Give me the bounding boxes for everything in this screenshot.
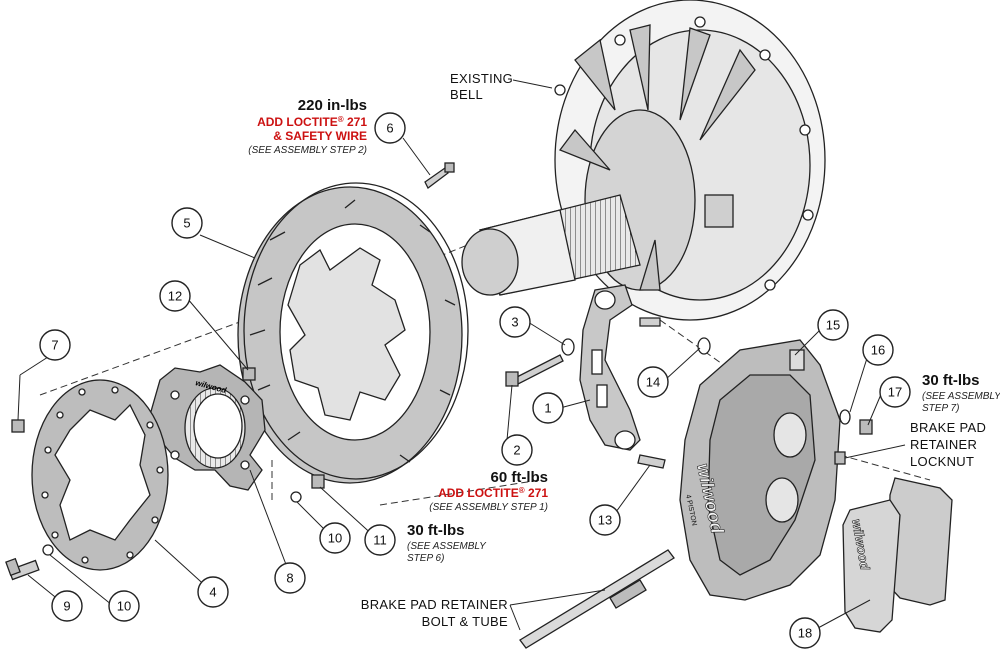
callout-7: 7 [39,329,71,361]
svg-text:7: 7 [51,338,58,353]
svg-text:5: 5 [183,216,190,231]
callout-3: 3 [499,306,531,338]
svg-text:(SEE ASSEMBLY STEP 1): (SEE ASSEMBLY STEP 1) [429,502,548,513]
svg-text:220 in-lbs: 220 in-lbs [298,97,367,114]
callout-14: 14 [637,366,669,398]
leader-lines [17,79,906,631]
svg-text:ADD LOCTITE® 271: ADD LOCTITE® 271 [257,115,367,129]
brake-pads: wilwood [842,477,953,633]
svg-text:17: 17 [888,385,902,400]
svg-text:10: 10 [328,531,342,546]
callout-2: 2 [501,434,533,466]
svg-text:STEP 6): STEP 6) [407,553,444,564]
note-30-ft-lbs-hat: 30 ft-lbs (SEE ASSEMBLY STEP 6) [407,522,487,564]
rotor-hat-adapter: wilwood [149,364,266,491]
callout-1: 1 [532,392,564,424]
note-220-in-lbs: 220 in-lbs ADD LOCTITE® 271 & SAFETY WIR… [248,97,367,156]
svg-text:4: 4 [209,585,216,600]
svg-text:3: 3 [511,315,518,330]
svg-text:BRAKE PAD RETAINER: BRAKE PAD RETAINER [361,597,508,612]
callout-8: 8 [274,562,306,594]
svg-text:1: 1 [544,401,551,416]
svg-text:9: 9 [63,599,70,614]
callout-17: 17 [879,376,911,408]
svg-text:18: 18 [798,626,812,641]
callout-9: 9 [51,590,83,622]
svg-text:10: 10 [117,599,131,614]
callout-5: 5 [171,207,203,239]
svg-text:15: 15 [826,318,840,333]
svg-text:(SEE ASSEMBLY: (SEE ASSEMBLY [407,541,487,552]
callout-10-plate: 10 [108,590,140,622]
svg-text:RETAINER: RETAINER [910,437,977,452]
svg-text:LOCKNUT: LOCKNUT [910,454,974,469]
svg-text:13: 13 [598,513,612,528]
svg-text:(SEE ASSEMBLY: (SEE ASSEMBLY [922,391,1000,402]
label-brake-pad-retainer-locknut: BRAKE PAD RETAINER LOCKNUT [910,420,986,469]
svg-text:30 ft-lbs: 30 ft-lbs [407,522,465,539]
svg-text:11: 11 [373,533,387,548]
callout-6: 6 [374,112,406,144]
svg-text:6: 6 [386,121,393,136]
svg-text:(SEE ASSEMBLY STEP 2): (SEE ASSEMBLY STEP 2) [248,145,367,156]
callout-18: 18 [789,617,821,649]
label-existing-bell: EXISTING BELL [450,71,513,102]
callout-10-hat: 10 [319,522,351,554]
svg-text:14: 14 [646,375,660,390]
svg-text:30 ft-lbs: 30 ft-lbs [922,372,980,389]
svg-text:BELL: BELL [450,87,483,102]
caliper-bracket [579,284,641,451]
svg-text:2: 2 [513,443,520,458]
callout-12: 12 [159,280,191,312]
callout-16: 16 [862,334,894,366]
callout-11: 11 [364,524,396,556]
callout-13: 13 [589,504,621,536]
svg-text:& SAFETY WIRE: & SAFETY WIRE [273,129,367,143]
callout-15: 15 [817,309,849,341]
label-brake-pad-retainer-bolt-tube: BRAKE PAD RETAINER BOLT & TUBE [361,597,508,629]
svg-text:60 ft-lbs: 60 ft-lbs [490,469,548,486]
callout-4: 4 [197,576,229,608]
svg-text:STEP 7): STEP 7) [922,403,959,414]
svg-text:12: 12 [168,289,182,304]
svg-text:ADD LOCTITE® 271: ADD LOCTITE® 271 [438,486,548,500]
brake-rotor [237,182,469,484]
retainer-bolt-and-tube [519,549,675,649]
note-60-ft-lbs: 60 ft-lbs ADD LOCTITE® 271 (SEE ASSEMBLY… [429,469,548,513]
drilled-backing-plate [31,379,169,571]
svg-text:16: 16 [871,343,885,358]
svg-text:8: 8 [286,571,293,586]
brake-caliper: wilwood 4 PISTON [679,339,841,601]
svg-text:BOLT & TUBE: BOLT & TUBE [422,614,508,629]
svg-text:EXISTING: EXISTING [450,71,513,86]
svg-text:BRAKE PAD: BRAKE PAD [910,420,986,435]
note-30-ft-lbs-caliper: 30 ft-lbs (SEE ASSEMBLY STEP 7) [922,372,1000,414]
axle-shaft [461,194,641,296]
